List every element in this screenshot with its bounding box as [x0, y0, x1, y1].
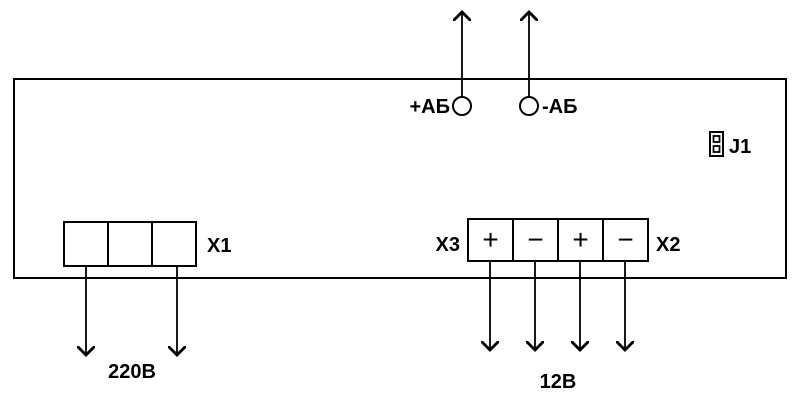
device-body — [13, 78, 787, 279]
dc-voltage-label: 12В — [540, 371, 577, 393]
plus-ab-label: +АБ — [410, 96, 451, 118]
x3-label: X3 — [436, 234, 460, 256]
jumper-j1 — [709, 131, 724, 157]
x2-label: X2 — [656, 234, 680, 256]
x1-label: X1 — [207, 235, 231, 257]
x1-cell-3 — [151, 221, 197, 267]
x3-plus-sign: + — [482, 224, 498, 255]
x1-cell-2 — [107, 221, 153, 267]
x2-plus-sign: + — [572, 224, 588, 255]
minus-ab-label: -АБ — [542, 96, 577, 118]
minus-ab-terminal — [519, 96, 539, 116]
jumper-j1-pin-top — [712, 135, 721, 143]
jumper-j1-pin-bottom — [712, 145, 721, 153]
x3-minus-sign: − — [527, 224, 543, 255]
j1-label: J1 — [729, 136, 751, 158]
x1-cell-1 — [63, 221, 109, 267]
jumper-j1-outline — [709, 131, 724, 157]
plus-ab-terminal — [452, 96, 472, 116]
connector-x1 — [63, 221, 197, 267]
x2-minus-sign: − — [617, 224, 633, 255]
ac-voltage-label: 220В — [108, 361, 156, 383]
